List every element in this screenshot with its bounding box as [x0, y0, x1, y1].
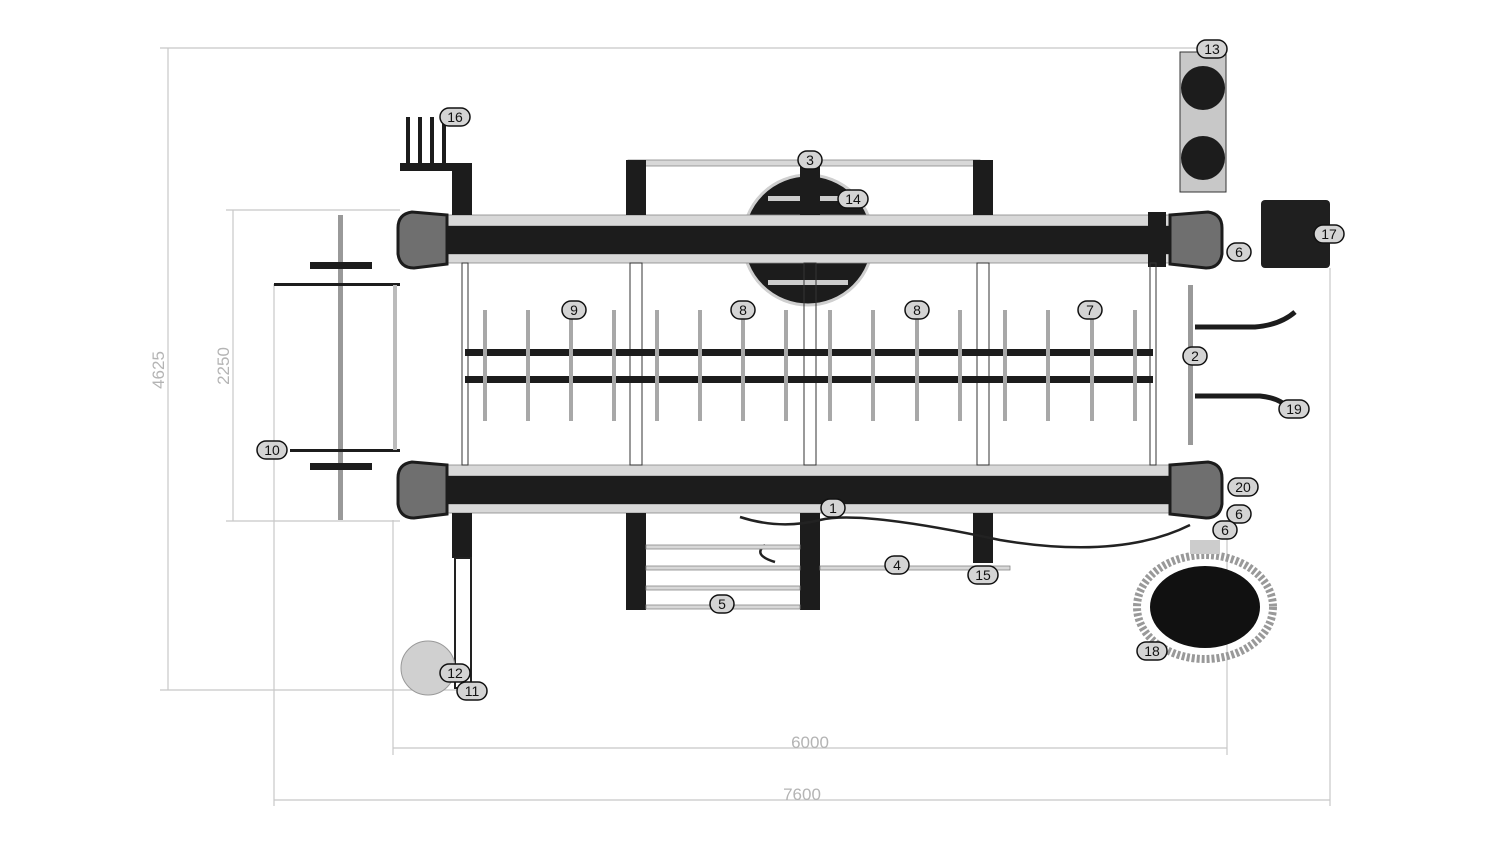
- svg-text:13: 13: [1204, 41, 1220, 57]
- svg-text:7: 7: [1086, 302, 1094, 318]
- plyo-box: [1261, 200, 1330, 268]
- dimension-label: 6000: [791, 733, 829, 752]
- medicine-ball-rack: [1179, 51, 1227, 193]
- dimension-total-length: 7600: [273, 268, 1331, 806]
- bar-holder: [400, 117, 472, 171]
- svg-text:16: 16: [447, 109, 463, 125]
- svg-text:12: 12: [447, 665, 463, 681]
- callout-14: 14: [837, 189, 869, 209]
- svg-text:6: 6: [1235, 506, 1243, 522]
- callout-6: 6: [1226, 242, 1252, 262]
- svg-text:11: 11: [465, 683, 480, 699]
- svg-text:2: 2: [1191, 348, 1199, 364]
- callout-6: 6: [1226, 504, 1252, 524]
- svg-text:10: 10: [264, 442, 280, 458]
- callout-8: 8: [730, 300, 756, 320]
- callout-13: 13: [1196, 39, 1228, 59]
- storage-racks: [465, 310, 1153, 421]
- barbell-station: [274, 215, 400, 520]
- dimension-label: 2250: [214, 347, 233, 385]
- dimension-total-height: 4625: [149, 47, 1200, 691]
- svg-text:5: 5: [718, 596, 726, 612]
- svg-text:6: 6: [1221, 522, 1229, 538]
- callout-1: 1: [820, 498, 846, 518]
- callout-5: 5: [709, 594, 735, 614]
- callout-10: 10: [256, 440, 288, 460]
- callout-6: 6: [1212, 520, 1238, 540]
- callout-12: 12: [439, 663, 471, 683]
- rig-uprights: [452, 160, 1166, 689]
- callout-7: 7: [1077, 300, 1103, 320]
- svg-text:6: 6: [1235, 244, 1243, 260]
- callout-18: 18: [1136, 641, 1168, 661]
- callout-17: 17: [1313, 224, 1345, 244]
- beam-end-caps: [396, 210, 1224, 520]
- callout-4: 4: [884, 555, 910, 575]
- svg-text:4: 4: [893, 557, 901, 573]
- trampoline: [1133, 540, 1277, 663]
- callout-8: 8: [904, 300, 930, 320]
- svg-text:9: 9: [570, 302, 578, 318]
- rig-top-beam: [446, 214, 1171, 264]
- svg-text:18: 18: [1144, 643, 1160, 659]
- ladder-attachment: [645, 544, 1011, 610]
- callout-16: 16: [439, 107, 471, 127]
- callout-20: 20: [1227, 477, 1259, 497]
- rig-bottom-beam: [446, 464, 1171, 514]
- callout-15: 15: [967, 565, 999, 585]
- svg-text:17: 17: [1321, 226, 1337, 242]
- callout-11: 11: [456, 681, 488, 701]
- callout-2: 2: [1182, 346, 1208, 366]
- svg-text:1: 1: [829, 500, 837, 516]
- battle-rope: [739, 515, 1191, 549]
- dimension-rig-depth: 2250: [214, 209, 400, 522]
- svg-text:14: 14: [845, 191, 861, 207]
- callout-19: 19: [1278, 399, 1310, 419]
- svg-text:15: 15: [975, 567, 991, 583]
- svg-text:19: 19: [1286, 401, 1302, 417]
- svg-text:8: 8: [739, 302, 747, 318]
- svg-text:8: 8: [913, 302, 921, 318]
- callout-9: 9: [561, 300, 587, 320]
- svg-text:3: 3: [806, 152, 814, 168]
- dip-bar-attachment: [1188, 285, 1297, 445]
- dimension-label: 7600: [783, 785, 821, 804]
- svg-text:20: 20: [1235, 479, 1251, 495]
- callout-3: 3: [797, 150, 823, 170]
- dimension-label: 4625: [149, 351, 168, 389]
